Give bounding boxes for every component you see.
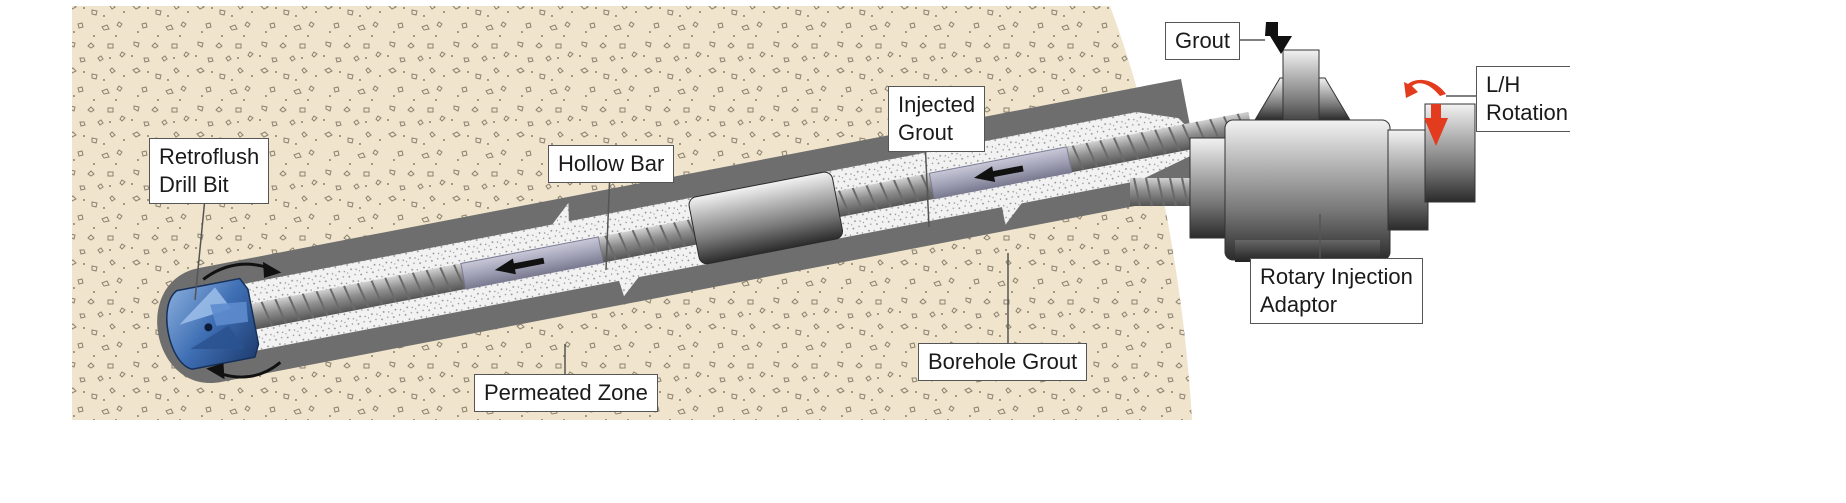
bar-ribs	[260, 113, 1250, 327]
injected-grout-label: Injected Grout	[888, 86, 986, 152]
grout-inlet-arrow-icon	[1265, 22, 1292, 54]
adaptor-shaft	[1387, 129, 1429, 231]
adaptor-inlet	[1282, 49, 1320, 131]
borehole-grout-label: Borehole Grout	[918, 343, 1088, 381]
coupler	[688, 171, 844, 265]
rotary-injection-adaptor-label: Rotary Injection Adaptor	[1250, 258, 1423, 324]
flow-arrows	[494, 165, 1024, 275]
permeated-zone-label: Permeated Zone	[474, 374, 658, 412]
adaptor-body	[1224, 119, 1391, 261]
retroflush-drill-bit-label: Retroflush Drill Bit	[149, 138, 270, 204]
grout-label: Grout	[1165, 22, 1241, 60]
leader-lines	[194, 39, 1476, 378]
retroflush-drill-bit	[166, 277, 260, 370]
rotation-label: L/H Rotation	[1476, 66, 1570, 132]
adaptor-collar-left	[1189, 137, 1231, 239]
hollow-bar-label: Hollow Bar	[548, 145, 675, 183]
rotary-injection-adaptor	[1189, 49, 1476, 262]
rotation-arrow-icon	[1404, 79, 1448, 146]
adaptor-chuck	[1424, 103, 1476, 203]
borehole	[157, 78, 1254, 384]
